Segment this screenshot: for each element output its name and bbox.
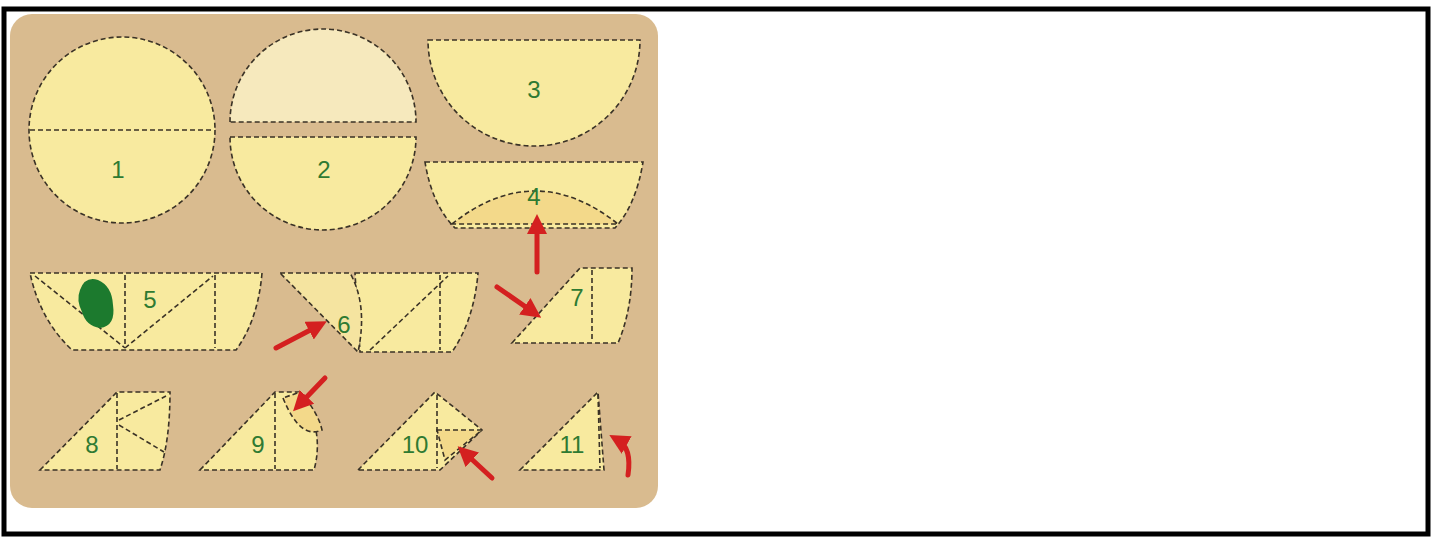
red-arrow — [276, 326, 318, 348]
callout-number: 8 — [85, 432, 98, 458]
glue-spot — [78, 279, 113, 328]
callout-number: 7 — [570, 285, 583, 311]
callout-number: 10 — [402, 432, 429, 458]
folded-cone — [520, 392, 604, 470]
fold-line — [30, 129, 214, 131]
fold-line — [274, 393, 276, 469]
fold-line — [214, 275, 216, 348]
red-arrow — [618, 440, 629, 475]
callout-number: 2 — [317, 157, 330, 183]
folded-cone — [40, 392, 170, 470]
callout-number: 1 — [111, 157, 124, 183]
callout-number: 5 — [143, 287, 156, 313]
callout-number: 4 — [527, 184, 540, 210]
red-arrow — [535, 224, 540, 272]
fold-line — [119, 425, 164, 452]
paper-circle — [29, 37, 215, 223]
red-arrow — [497, 287, 533, 312]
fold-line — [591, 270, 593, 342]
fold-line — [119, 396, 166, 420]
kraft-card — [10, 14, 658, 508]
fold-line — [35, 276, 125, 348]
half-circle — [230, 29, 416, 122]
folded-band — [30, 273, 262, 350]
folded-band — [355, 273, 478, 352]
callout-number: 11 — [560, 432, 585, 458]
fold-line — [439, 275, 441, 350]
red-arrow — [300, 378, 325, 404]
fold-line — [124, 275, 126, 348]
red-arrow — [465, 453, 492, 478]
fold-line — [598, 394, 600, 468]
fold-line — [125, 276, 213, 348]
fold-line — [370, 276, 448, 350]
half-circle — [428, 40, 640, 146]
folded-half — [425, 162, 643, 228]
folded-corner — [437, 430, 482, 460]
callout-number: 3 — [527, 77, 540, 103]
half-circle — [230, 137, 416, 230]
callout-number: 9 — [251, 432, 264, 458]
outer-frame — [4, 9, 1428, 534]
fold-line — [116, 393, 118, 469]
folded-cone — [358, 392, 482, 470]
callout-number: 6 — [337, 312, 350, 338]
folded-cone — [512, 268, 632, 343]
